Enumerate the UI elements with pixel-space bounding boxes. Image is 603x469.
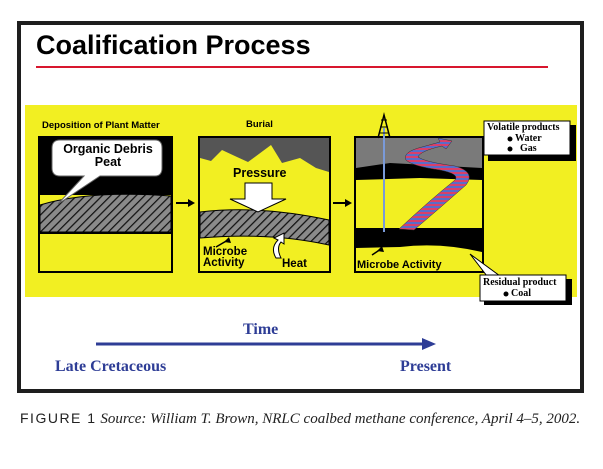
callout-organic-debris: Organic Debris Peat — [62, 143, 154, 169]
residual-product-box — [479, 274, 572, 305]
slide-title: Coalification Process — [36, 30, 311, 60]
stage-label-burial: Burial — [246, 119, 273, 130]
figure-label: FIGURE 1 — [20, 410, 97, 426]
volatile-item-gas: Gas — [520, 143, 537, 154]
arrow-1 — [176, 199, 195, 207]
title-underline — [36, 66, 548, 68]
time-label: Time — [243, 321, 279, 338]
time-arrow — [96, 338, 436, 350]
arrow-2 — [333, 199, 352, 207]
volatile-products-box — [483, 120, 576, 161]
timeline-end-label: Present — [400, 358, 452, 375]
figure-source: Source: William T. Brown, NRLC coalbed m… — [100, 411, 581, 427]
microbe-activity-label-burial: Microbe Activity — [203, 246, 248, 269]
volatile-heading: Volatile products — [487, 122, 560, 133]
pressure-label: Pressure — [233, 166, 287, 180]
stage-label-deposition: Deposition of Plant Matter — [42, 120, 160, 131]
panel-present — [354, 112, 502, 277]
microbe-line-2: Activity — [203, 257, 245, 269]
callout-line-1: Organic Debris — [63, 142, 153, 156]
panel-deposition — [38, 136, 173, 273]
panel-burial — [198, 136, 331, 273]
figure-caption: FIGURE 1 Source: William T. Brown, NRLC … — [20, 405, 590, 433]
microbe-activity-label-present: Microbe Activity — [357, 259, 442, 271]
volatile-item-water: Water — [515, 133, 542, 144]
callout-line-2: Peat — [94, 155, 122, 169]
drilling-rig-icon — [377, 112, 391, 139]
timeline-start-label: Late Cretaceous — [55, 358, 167, 375]
heat-label: Heat — [282, 258, 307, 270]
microbe-line-1: Microbe — [203, 246, 248, 258]
residual-heading: Residual product — [483, 277, 557, 288]
residual-item-coal: Coal — [511, 288, 531, 299]
